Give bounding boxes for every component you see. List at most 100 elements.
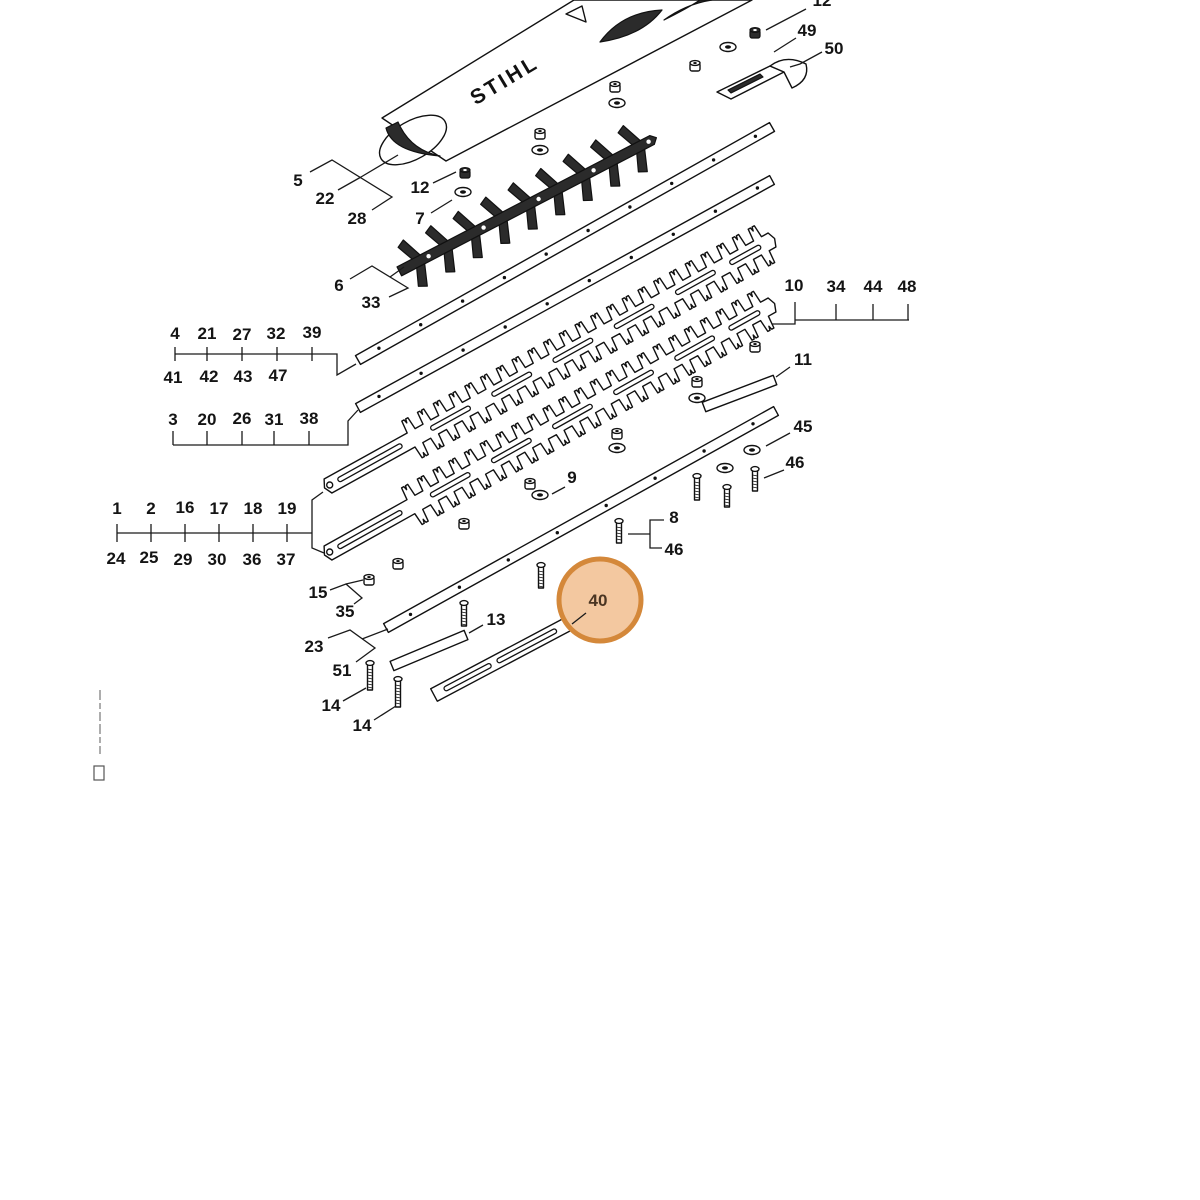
part-callout[interactable]: 26 [233,409,252,428]
comb-tooth [526,206,538,230]
part-callout[interactable]: 19 [278,499,297,518]
part-callout[interactable]: 50 [825,39,844,58]
bar-hole [545,302,549,306]
part-callout[interactable]: 8 [669,508,678,527]
comb-tooth [452,210,476,232]
scabbard-opening-shadow [385,121,441,157]
bolt-thread [724,504,730,507]
bolt-thread [461,614,467,617]
comb-tooth [535,167,559,189]
selected-callout-highlight[interactable]: 40 [556,556,644,644]
part-callout[interactable]: 35 [336,602,355,621]
leader-bracket [649,519,664,549]
part-callout[interactable]: 11 [794,350,812,369]
part-callout[interactable]: 12 [411,178,430,197]
washer-hole [460,190,466,194]
part-callout[interactable]: 46 [786,453,805,472]
part-callout[interactable]: 14 [353,716,372,735]
blade-slot-inner [338,444,402,481]
blade-slot-inner [553,338,593,362]
part-callout[interactable]: 38 [300,409,319,428]
part-callout[interactable]: 1 [112,499,121,518]
leader-bracket [329,583,364,605]
part-callout[interactable]: 46 [665,540,684,559]
bar-hole [604,503,608,508]
highlighted-callout-label[interactable]: 40 [589,591,608,610]
highlight-circle[interactable] [559,559,641,641]
leader-ticks [835,304,909,320]
leader-line [775,366,791,378]
part-callout[interactable]: 23 [305,637,324,656]
part-callout[interactable]: 27 [233,325,252,344]
bolt-thread [752,486,758,489]
bolt-head [536,561,546,569]
bar-hole [587,278,591,283]
part-callout[interactable]: 48 [898,277,917,296]
nut-hole [396,560,400,562]
part-callout[interactable]: 24 [107,549,126,568]
leader-line [765,8,807,31]
part-callout[interactable]: 37 [277,550,296,569]
comb-hole [591,168,596,173]
bolt-shank [366,662,374,691]
part-callout[interactable]: 34 [827,277,846,296]
part-callout[interactable]: 28 [348,209,367,228]
part-callout[interactable]: 21 [198,324,217,343]
part-callout[interactable]: 5 [293,171,302,190]
blade-pivot-hole [326,548,334,556]
part-callout[interactable]: 49 [798,21,817,40]
part-callout[interactable]: 9 [567,468,576,487]
bolt [750,465,760,492]
part-callout[interactable]: 36 [243,550,262,569]
comb-tooth [498,220,511,244]
part-callout[interactable]: 20 [198,410,217,429]
callout-labels: 12 49 50 5 22 28 12 7 6 33 4 21 27 32 39… [107,0,917,735]
bar-hole [755,186,760,190]
part-callout[interactable]: 31 [265,410,284,429]
leader-line [373,705,397,721]
washer [719,41,737,53]
part-callout[interactable]: 17 [210,499,229,518]
part-callout[interactable]: 45 [794,417,813,436]
part-callout[interactable]: 29 [174,550,193,569]
part-callout[interactable]: 43 [234,367,253,386]
part-callout[interactable]: 39 [303,323,322,342]
bolt-thread [694,484,700,487]
part-callout[interactable]: 16 [176,498,195,517]
bar-hole [751,422,755,426]
bolt-thread [461,611,467,614]
part-callout[interactable]: 30 [208,550,227,569]
part-callout[interactable]: 47 [269,366,288,385]
part-callout[interactable]: 12 [813,0,832,10]
part-callout[interactable]: 3 [168,410,177,429]
part-callout[interactable]: 42 [200,367,219,386]
bolt-thread [724,495,730,498]
part-callout[interactable]: 18 [244,499,263,518]
part-callout[interactable]: 4 [170,324,180,343]
bar-hole [671,232,675,236]
part-callout[interactable]: 6 [334,276,343,295]
bolt-thread [461,623,467,626]
part-callout[interactable]: 15 [309,583,328,602]
part-callout[interactable]: 14 [322,696,341,715]
part-callout[interactable]: 7 [415,209,424,228]
part-callout[interactable]: 25 [140,548,159,567]
part-callout[interactable]: 22 [316,189,335,208]
small-plate [389,629,469,672]
part-callout[interactable]: 2 [146,499,155,518]
part-callout[interactable]: 51 [333,661,352,680]
part-callout[interactable]: 33 [362,293,381,312]
part-callout[interactable]: 13 [487,610,506,629]
nut [459,167,471,179]
nut-hole [462,520,466,522]
bolt-thread [367,671,373,674]
bolt-thread [395,702,401,705]
part-callout[interactable]: 44 [864,277,883,296]
bar-hole [460,299,465,303]
part-callout[interactable]: 32 [267,324,286,343]
leader-line [345,579,364,585]
part-callout[interactable]: 41 [164,368,183,387]
guard-bar-outline [354,121,776,366]
bar-hole [419,323,423,327]
part-callout[interactable]: 10 [785,276,804,295]
